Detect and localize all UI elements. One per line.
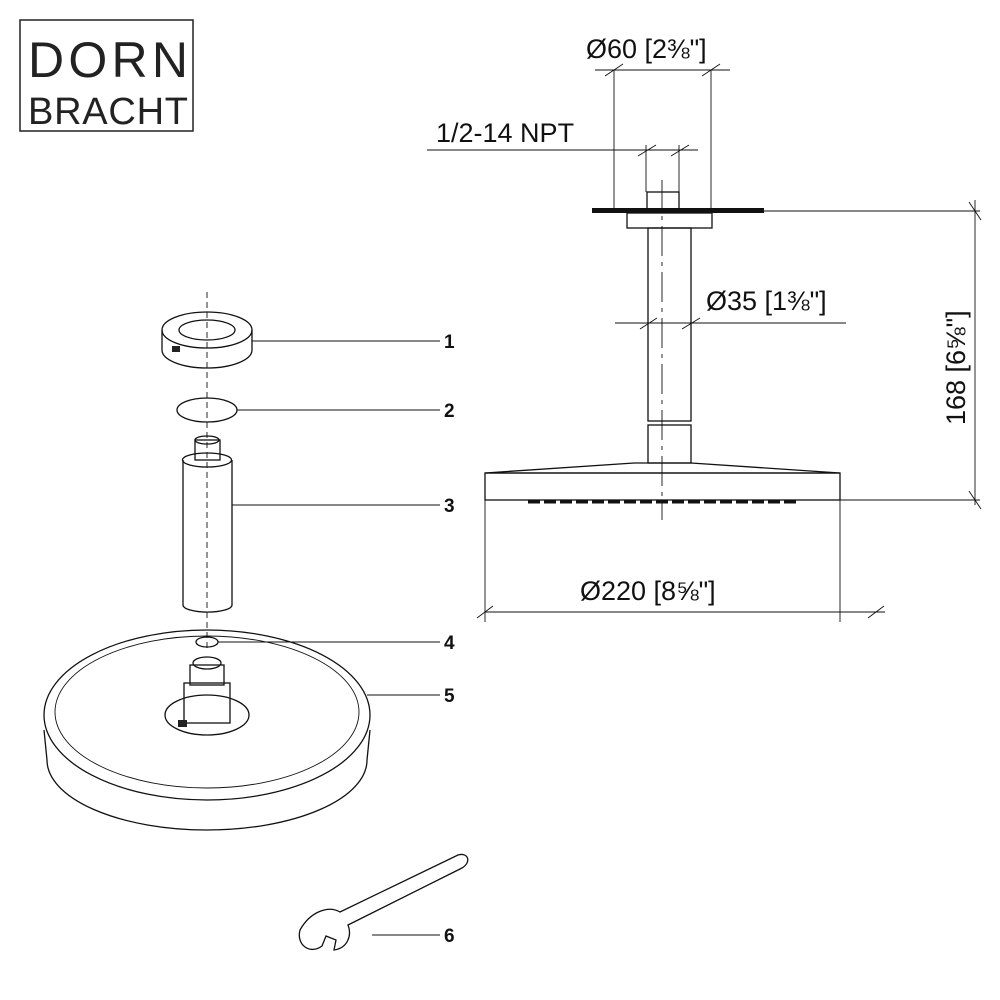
part-3-pipe: [181, 435, 233, 613]
dornbracht-logo: DORN BRACHT: [19, 19, 194, 133]
part-numbers: 1 2 3 4 5 6: [444, 332, 455, 947]
logo-line-2: BRACHT: [28, 91, 188, 133]
side-elevation: [484, 180, 841, 520]
part-number-3: 3: [444, 496, 455, 517]
head-diameter-label: Ø220 [8⅝"]: [580, 576, 716, 606]
pipe-diameter-label: Ø35 [1⅜"]: [706, 286, 827, 316]
thread-label: 1/2-14 NPT: [436, 118, 574, 148]
height-label: 168 [6⅝"]: [941, 310, 971, 425]
dimensions: Ø60 [2⅜"] 1/2-14 NPT Ø35 [1⅜"] 168 [6⅝"]…: [427, 34, 982, 622]
logo-line-1: DORN: [28, 32, 188, 88]
part-number-6: 6: [444, 926, 455, 947]
part-1-escutcheon-ring: [161, 311, 253, 369]
part-number-5: 5: [444, 686, 455, 707]
part-6-wrench: [298, 853, 469, 951]
flange-diameter-label: Ø60 [2⅜"]: [586, 34, 707, 64]
part-5-shower-head: [43, 629, 371, 831]
part-number-1: 1: [444, 332, 455, 353]
exploded-view: 1 2 3 4 5 6: [43, 292, 469, 951]
part-number-4: 4: [444, 633, 455, 654]
part-number-2: 2: [444, 401, 455, 422]
part-2-o-ring: [176, 397, 238, 423]
